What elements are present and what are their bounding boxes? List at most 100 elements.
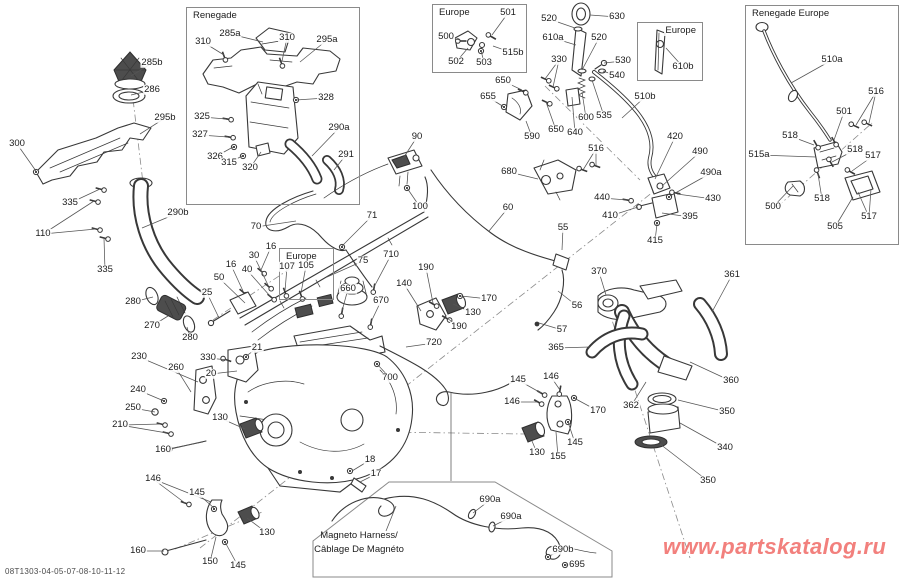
diagram-sheet-code: 08T1303-04-05-07-08-10-11-12: [5, 567, 126, 576]
part-callout-520: 520: [540, 12, 558, 25]
part-callout-170: 170: [589, 404, 607, 417]
part-callout-420: 420: [666, 130, 684, 143]
part-callout-365: 365: [547, 341, 565, 354]
part-callout-160: 160: [154, 443, 172, 456]
magneto-harness-group: [312, 481, 613, 578]
part-callout-105: 105: [297, 259, 315, 272]
part-callout-700: 700: [381, 371, 399, 384]
part-callout-502: 502: [447, 55, 465, 68]
part-callout-530: 530: [614, 54, 632, 67]
part-callout-490: 490: [691, 145, 709, 158]
part-callout-70: 70: [249, 220, 263, 233]
part-callout-145: 145: [509, 373, 527, 386]
part-callout-270: 270: [143, 319, 161, 332]
part-callout-20: 20: [204, 367, 218, 380]
dipstick-group: [755, 21, 881, 201]
part-callout-350: 350: [718, 405, 736, 418]
part-callout-285b: 285b: [140, 56, 164, 69]
part-callout-71: 71: [365, 209, 379, 222]
part-callout-415: 415: [646, 234, 664, 247]
part-callout-290a: 290a: [327, 121, 351, 134]
linkage-bracket-group: [621, 173, 682, 227]
part-callout-490a: 490a: [699, 166, 723, 179]
part-callout-540: 540: [608, 69, 626, 82]
part-callout-720: 720: [425, 336, 443, 349]
part-callout-395: 395: [681, 210, 699, 223]
part-callout-330: 330: [199, 351, 217, 364]
part-callout-518: 518: [846, 143, 864, 156]
part-callout-517: 517: [860, 210, 878, 223]
part-callout-710: 710: [382, 248, 400, 261]
part-callout-330: 330: [550, 53, 568, 66]
part-callout-515a: 515a: [747, 148, 771, 161]
part-callout-130: 130: [258, 526, 276, 539]
part-callout-146: 146: [542, 370, 560, 383]
part-callout-100: 100: [411, 200, 429, 213]
part-callout-520: 520: [590, 31, 608, 44]
part-callout-280: 280: [181, 331, 199, 344]
part-callout-600: 600: [577, 111, 595, 124]
part-callout-300: 300: [8, 137, 26, 150]
part-callout-440: 440: [593, 191, 611, 204]
part-callout-327: 327: [191, 128, 209, 141]
part-callout-690a: 690a: [499, 510, 523, 523]
part-callout-518: 518: [781, 129, 799, 142]
part-callout-40: 40: [240, 263, 254, 276]
part-callout-510a: 510a: [820, 53, 844, 66]
part-callout-680: 680: [500, 165, 518, 178]
part-callout-145: 145: [229, 559, 247, 572]
europe-lever-group: [654, 29, 666, 75]
part-callout-60: 60: [501, 201, 515, 214]
part-callout-510b: 510b: [633, 90, 657, 103]
part-callout-285a: 285a: [218, 27, 242, 40]
part-callout-230: 230: [130, 350, 148, 363]
part-callout-155: 155: [549, 450, 567, 463]
part-callout-695: 695: [568, 558, 586, 571]
part-callout-16: 16: [264, 240, 278, 253]
part-callout-501: 501: [499, 6, 517, 19]
part-callout-290b: 290b: [166, 206, 190, 219]
part-callout-650: 650: [494, 74, 512, 87]
part-callout-190: 190: [450, 320, 468, 333]
part-callout-107: 107: [278, 260, 296, 273]
part-callout-501: 501: [835, 105, 853, 118]
part-callout-516: 516: [587, 142, 605, 155]
part-callout-21: 21: [250, 341, 264, 354]
part-callout-360: 360: [722, 374, 740, 387]
part-callout-690b: 690b: [551, 543, 575, 556]
part-callout-610b: 610b: [671, 60, 695, 73]
part-callout-640: 640: [566, 126, 584, 139]
part-callout-145: 145: [566, 436, 584, 449]
part-callout-650: 650: [547, 123, 565, 136]
lower-bracket-group: [161, 498, 260, 556]
part-callout-146: 146: [144, 472, 162, 485]
part-callout-90: 90: [410, 130, 424, 143]
part-callout-335: 335: [61, 196, 79, 209]
support-bracket-group: [521, 384, 578, 443]
magneto-harness-label: Magneto Harness/ Câblage De Magnéto: [301, 529, 417, 558]
magneto-harness-label-line2: Câblage De Magnéto: [314, 544, 404, 556]
part-callout-30: 30: [247, 249, 261, 262]
part-callout-140: 140: [395, 277, 413, 290]
part-callout-610a: 610a: [541, 31, 565, 44]
part-callout-328: 328: [317, 91, 335, 104]
air-intake-group: [32, 51, 205, 333]
part-callout-362: 362: [622, 399, 640, 412]
part-callout-670: 670: [372, 294, 390, 307]
part-callout-210: 210: [111, 418, 129, 431]
part-callout-630: 630: [608, 10, 626, 23]
part-callout-250: 250: [124, 401, 142, 414]
part-callout-130: 130: [528, 446, 546, 459]
part-callout-410: 410: [601, 209, 619, 222]
part-callout-361: 361: [723, 268, 741, 281]
throttle-linkage-group: [500, 2, 661, 183]
part-callout-325: 325: [193, 110, 211, 123]
part-callout-50: 50: [212, 271, 226, 284]
europe-valve-group: [454, 30, 498, 55]
part-callout-130: 130: [464, 306, 482, 319]
part-callout-146: 146: [503, 395, 521, 408]
part-callout-590: 590: [523, 130, 541, 143]
part-callout-57: 57: [555, 323, 569, 336]
magneto-harness-label-line1: Magneto Harness/: [320, 530, 398, 541]
